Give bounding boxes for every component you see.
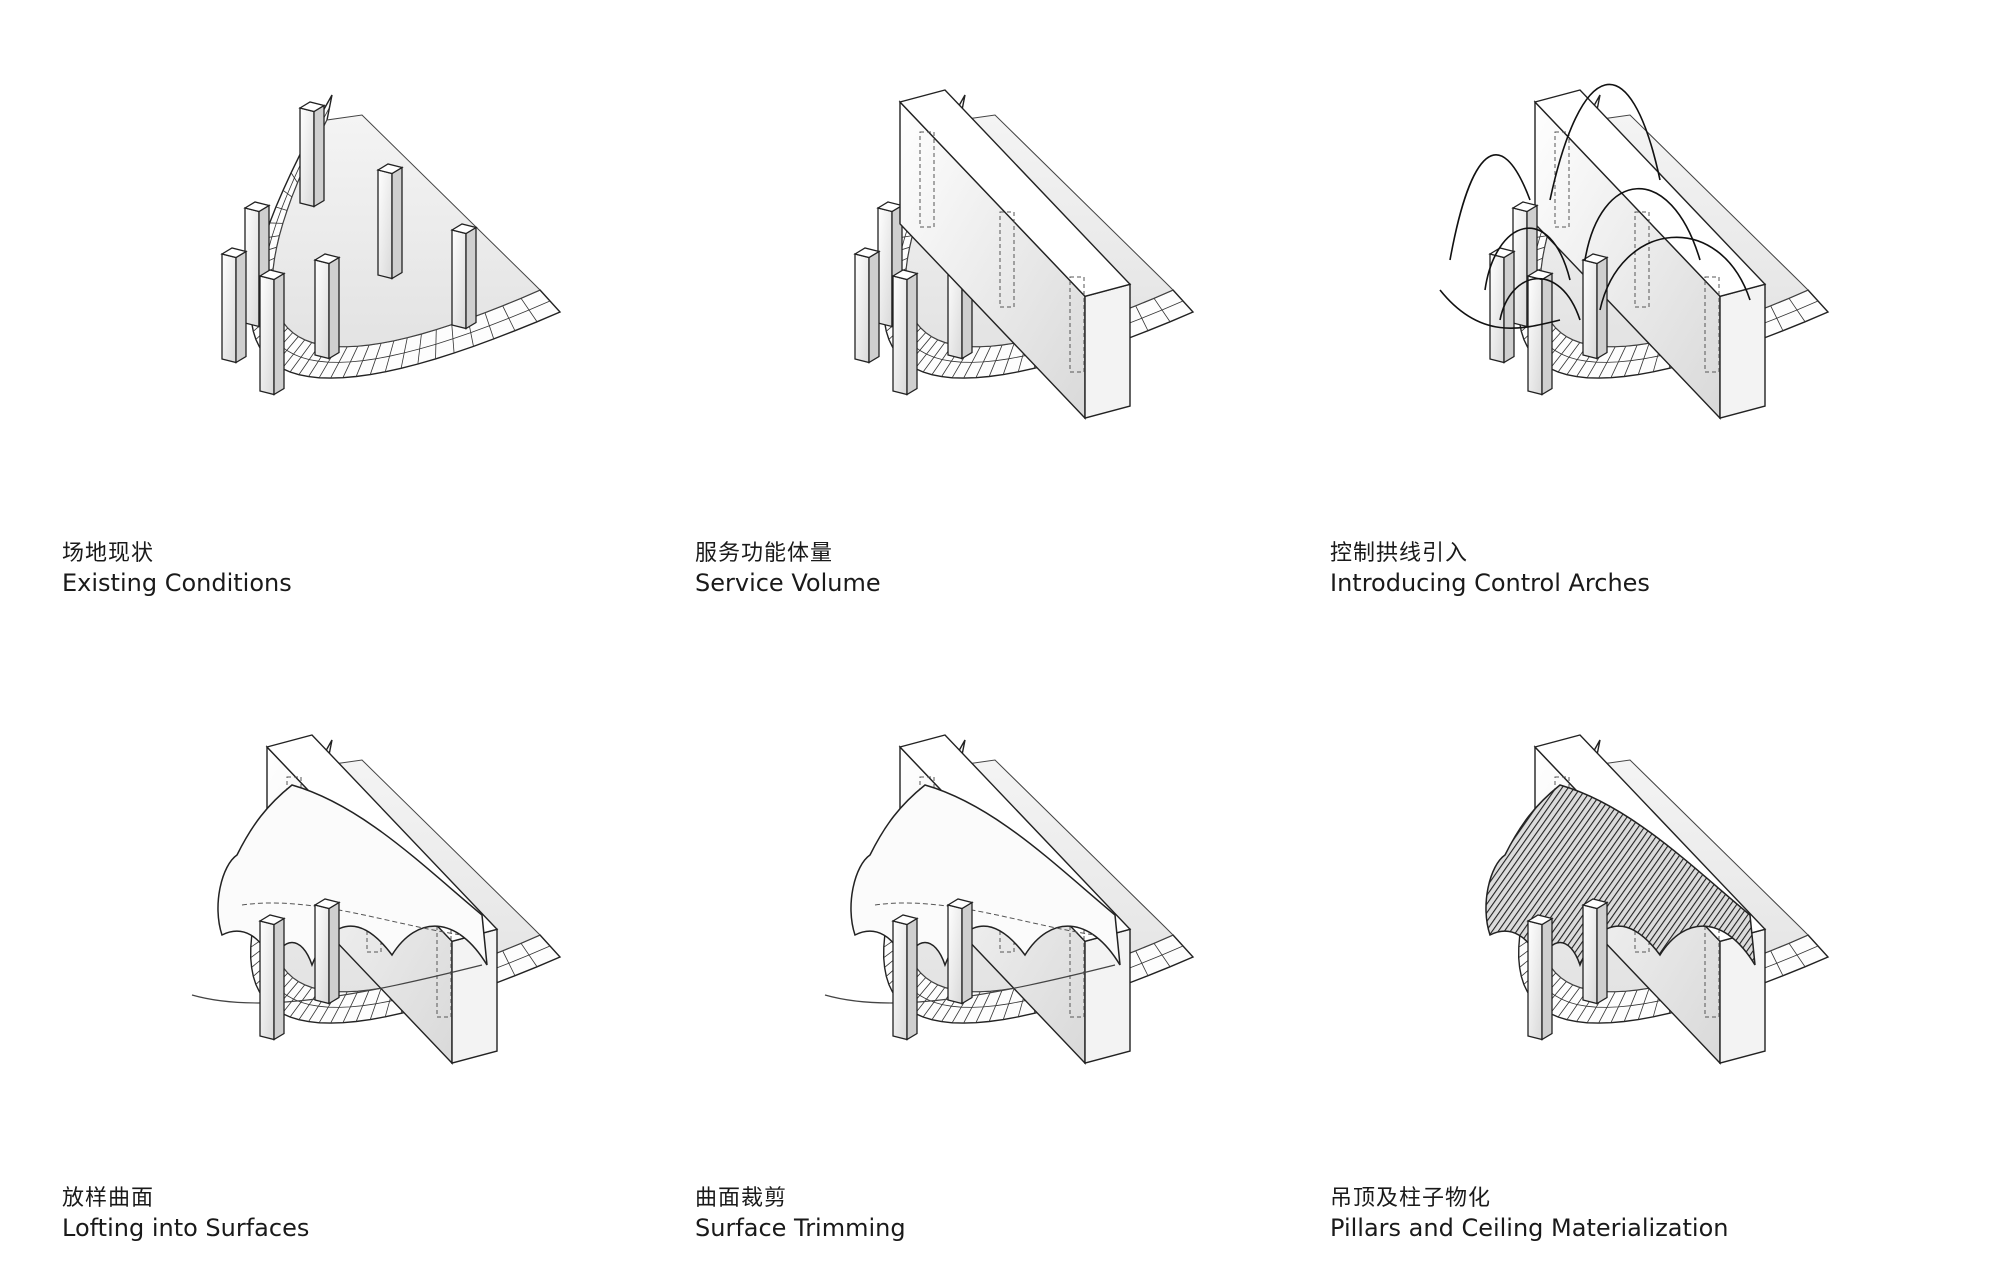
pillar <box>891 269 919 396</box>
hidden-pillar <box>1069 276 1085 373</box>
pillar <box>313 253 341 360</box>
pillar <box>1526 914 1554 1041</box>
pillar <box>220 247 248 364</box>
step-panel-control-arches: 控制拱线引入 Introducing Control Arches <box>1330 20 1950 620</box>
canopy-surface <box>1485 784 1756 968</box>
caption-en: Introducing Control Arches <box>1330 569 1650 597</box>
lofted-canopy <box>191 784 488 1004</box>
step-caption: 服务功能体量 Service Volume <box>695 540 1295 598</box>
arch-curve <box>1484 227 1571 291</box>
caption-zh: 放样曲面 <box>62 1186 155 1211</box>
canopy-surface <box>850 784 1121 968</box>
hidden-pillar <box>1704 276 1720 373</box>
pillar <box>450 223 478 330</box>
lofted-canopy <box>1485 784 1756 968</box>
hidden-edge <box>241 902 463 936</box>
pillar <box>376 163 404 280</box>
caption-zh: 曲面裁剪 <box>695 1186 788 1211</box>
hidden-pillar <box>1634 211 1650 308</box>
step-panel-materialization: 吊顶及柱子物化 Pillars and Ceiling Materializat… <box>1330 665 1950 1265</box>
hidden-pillar <box>999 211 1015 308</box>
lofted-canopy <box>824 784 1121 1004</box>
site-drawing-lofting <box>191 734 562 1065</box>
control-arches <box>1439 83 1751 329</box>
step-panel-lofting: 放样曲面 Lofting into Surfaces <box>62 665 682 1265</box>
caption-zh: 场地现状 <box>62 541 155 566</box>
pillar <box>258 269 286 396</box>
site-drawing-control-arches <box>1439 83 1830 420</box>
pillar <box>1488 247 1516 364</box>
arch-curve <box>1599 236 1751 311</box>
pillar <box>1581 898 1609 1005</box>
caption-zh: 服务功能体量 <box>695 541 834 566</box>
step-panel-service-volume: 服务功能体量 Service Volume <box>695 20 1315 620</box>
pillar <box>258 914 286 1041</box>
site-drawing-trimming <box>824 734 1195 1065</box>
pillar <box>853 247 881 364</box>
site-drawing-existing <box>220 94 562 396</box>
arch-curve <box>1584 187 1701 261</box>
arch-curve <box>1439 289 1561 329</box>
pillar <box>946 898 974 1005</box>
arch-curve <box>1499 277 1581 321</box>
canopy-surface <box>217 784 488 968</box>
caption-en: Service Volume <box>695 569 881 597</box>
caption-en: Pillars and Ceiling Materialization <box>1330 1214 1729 1242</box>
step-caption: 吊顶及柱子物化 Pillars and Ceiling Materializat… <box>1330 1185 1930 1243</box>
pillar <box>891 914 919 1041</box>
arch-curve <box>1449 154 1531 261</box>
pillar <box>1526 269 1554 396</box>
pillar <box>313 898 341 1005</box>
pillar <box>1581 253 1609 360</box>
caption-zh: 控制拱线引入 <box>1330 541 1469 566</box>
hidden-pillar <box>919 131 935 228</box>
caption-en: Surface Trimming <box>695 1214 906 1242</box>
service-volume <box>898 89 1132 420</box>
hidden-edge <box>874 902 1096 936</box>
step-caption: 曲面裁剪 Surface Trimming <box>695 1185 1295 1243</box>
step-caption: 放样曲面 Lofting into Surfaces <box>62 1185 662 1243</box>
step-panel-existing-conditions: 场地现状 Existing Conditions <box>62 20 682 620</box>
step-panel-trimming: 曲面裁剪 Surface Trimming <box>695 665 1315 1265</box>
site-drawing-service-volume <box>853 89 1195 420</box>
caption-en: Existing Conditions <box>62 569 292 597</box>
arch-curve <box>1549 83 1661 201</box>
caption-zh: 吊顶及柱子物化 <box>1330 1186 1492 1211</box>
step-caption: 场地现状 Existing Conditions <box>62 540 662 598</box>
step-caption: 控制拱线引入 Introducing Control Arches <box>1330 540 1930 598</box>
site-drawing-materialization <box>1485 734 1830 1065</box>
caption-en: Lofting into Surfaces <box>62 1214 310 1242</box>
pillar <box>298 101 326 208</box>
